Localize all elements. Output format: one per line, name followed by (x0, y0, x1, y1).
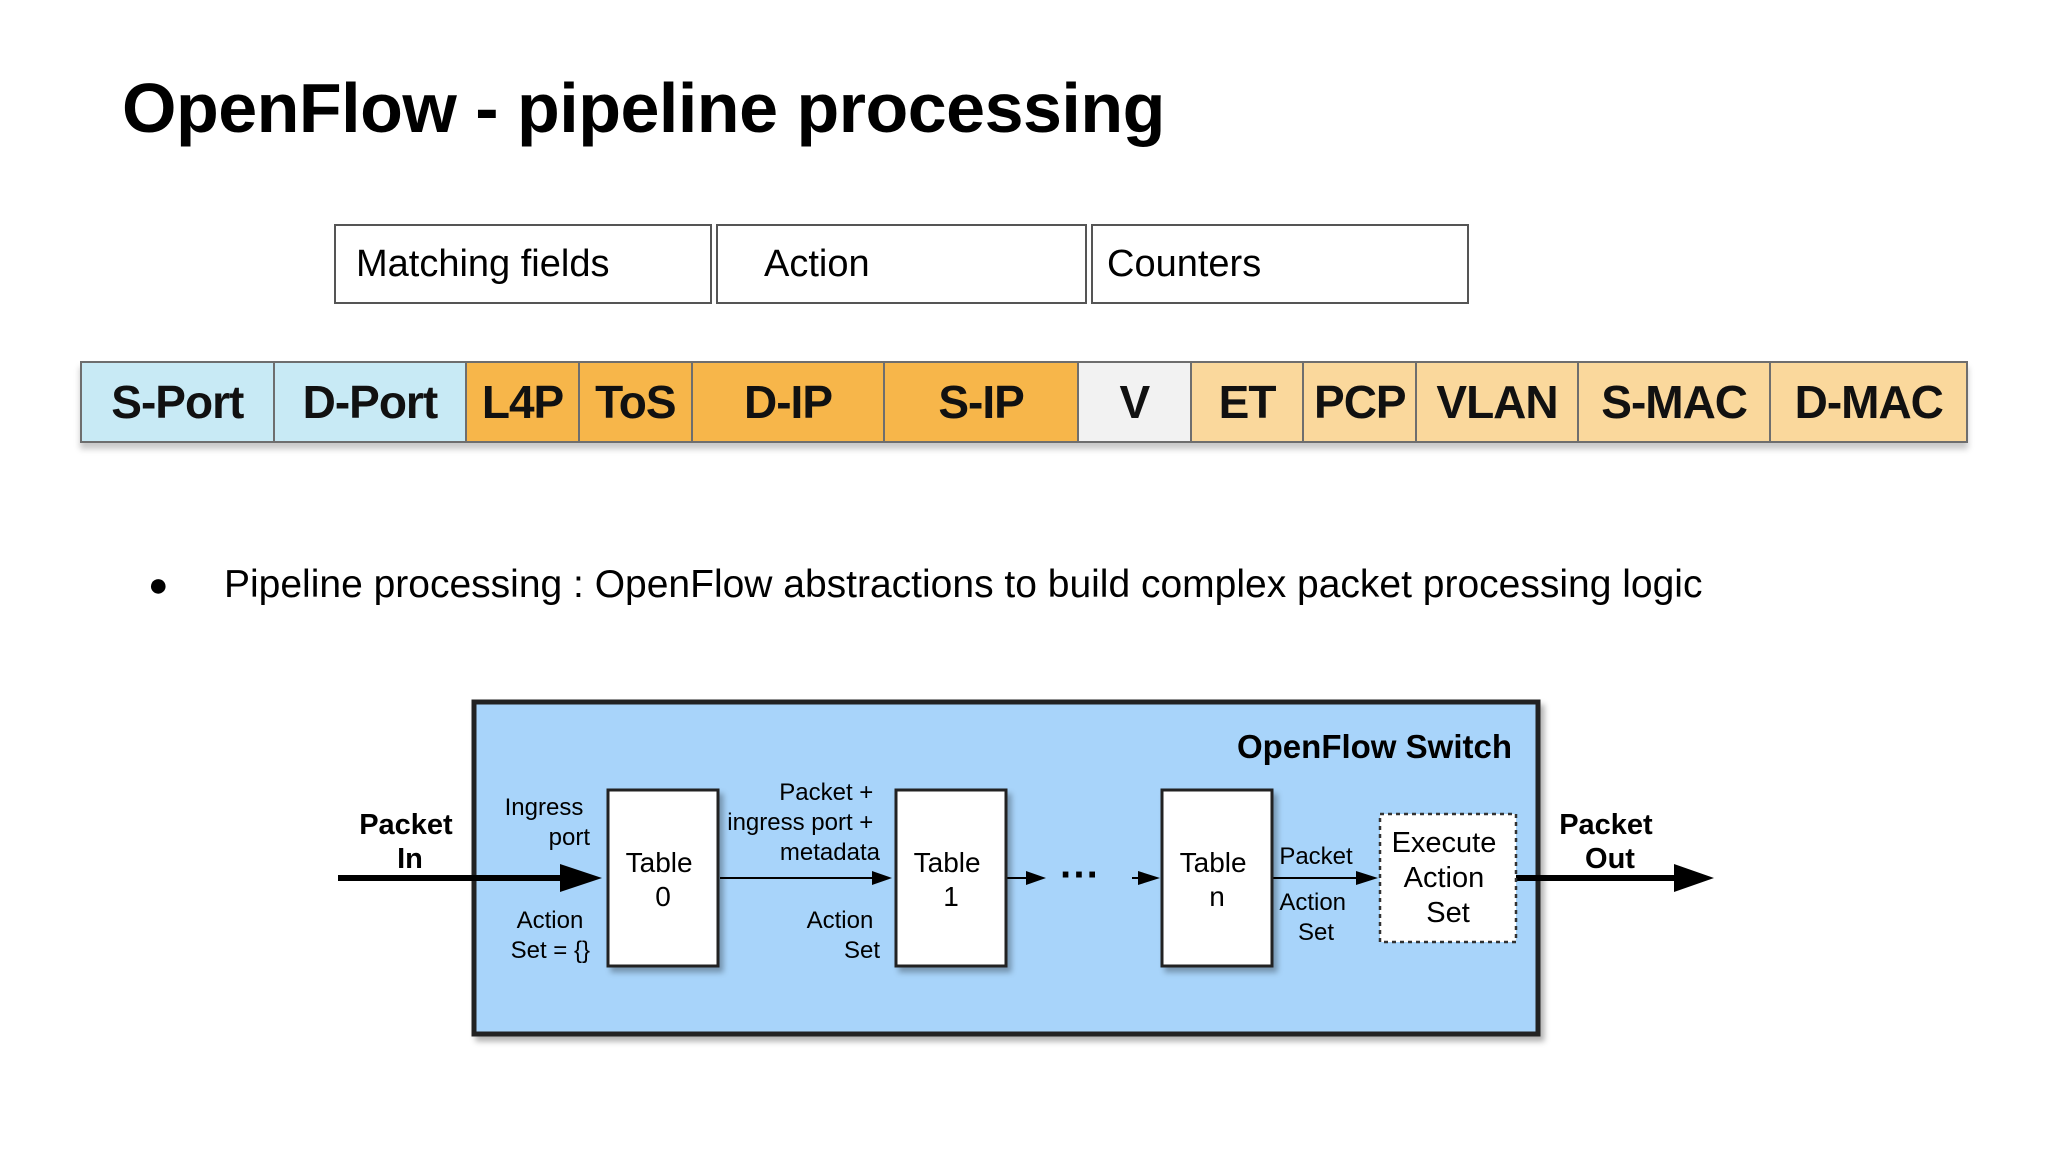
table-1-label: Table 1 (914, 847, 989, 912)
packet-out-arrowhead (1674, 864, 1714, 892)
packet-out-label: Packet Out (1559, 809, 1661, 875)
field-vlan: VLAN (1417, 363, 1579, 441)
action-label: Action (764, 242, 870, 285)
action-set-empty-label: Action Set = {} (511, 907, 590, 964)
ellipsis: ··· (1060, 853, 1100, 897)
ellipsis-to-tablen-arrowhead (1138, 871, 1160, 885)
table-n-label: Table n (1180, 847, 1255, 912)
bullet-dot: ● (148, 566, 169, 604)
tablen-to-execute-arrowhead (1356, 871, 1378, 885)
flow-entry-matching-fields: Matching fields (334, 224, 712, 304)
action-set-label-n: Action Set (1279, 889, 1352, 946)
execute-action-set-box (1378, 812, 1518, 944)
counters-label: Counters (1107, 242, 1262, 285)
field-v: V (1078, 363, 1192, 441)
slide-title: OpenFlow - pipeline processing (122, 69, 1165, 147)
bullet-text: Pipeline processing : OpenFlow abstracti… (224, 563, 1703, 606)
table-0-box (606, 788, 720, 968)
table-1-box (894, 788, 1008, 968)
field-s-mac: S-MAC (1578, 363, 1772, 441)
packet-in-arrowhead (560, 864, 602, 892)
field-s-port: S-Port (82, 363, 275, 441)
field-et: ET (1191, 363, 1305, 441)
field-l4p: L4P (467, 363, 580, 441)
packet-in-label: Packet In (359, 809, 461, 875)
packet-label: Packet (1279, 843, 1353, 870)
execute-action-set-label: Execute Action Set (1392, 827, 1505, 929)
matching-fields-label: Matching fields (356, 242, 610, 285)
field-pcp: PCP (1304, 363, 1418, 441)
switch-label: OpenFlow Switch (1237, 728, 1512, 765)
field-d-mac: D-MAC (1771, 363, 1967, 441)
ingress-port-label: Ingress port (505, 794, 591, 851)
table0-to-table1-arrowhead (872, 871, 892, 885)
table-n-box (1160, 788, 1274, 968)
field-tos: ToS (579, 363, 693, 441)
flow-entry-counters: Counters (1091, 224, 1469, 304)
table-0-label: Table 0 (626, 847, 701, 912)
table1-to-ellipsis-arrowhead (1026, 871, 1046, 885)
packet-metadata-label: Packet + ingress port + metadata (727, 779, 880, 866)
field-d-ip: D-IP (692, 363, 886, 441)
field-d-port: D-Port (274, 363, 468, 441)
matching-fields-bar: S-Port D-Port L4P ToS D-IP S-IP V ET PCP… (80, 361, 1968, 443)
action-set-label-1: Action Set (807, 907, 881, 964)
flow-entry-action: Action (716, 224, 1087, 304)
field-s-ip: S-IP (885, 363, 1079, 441)
